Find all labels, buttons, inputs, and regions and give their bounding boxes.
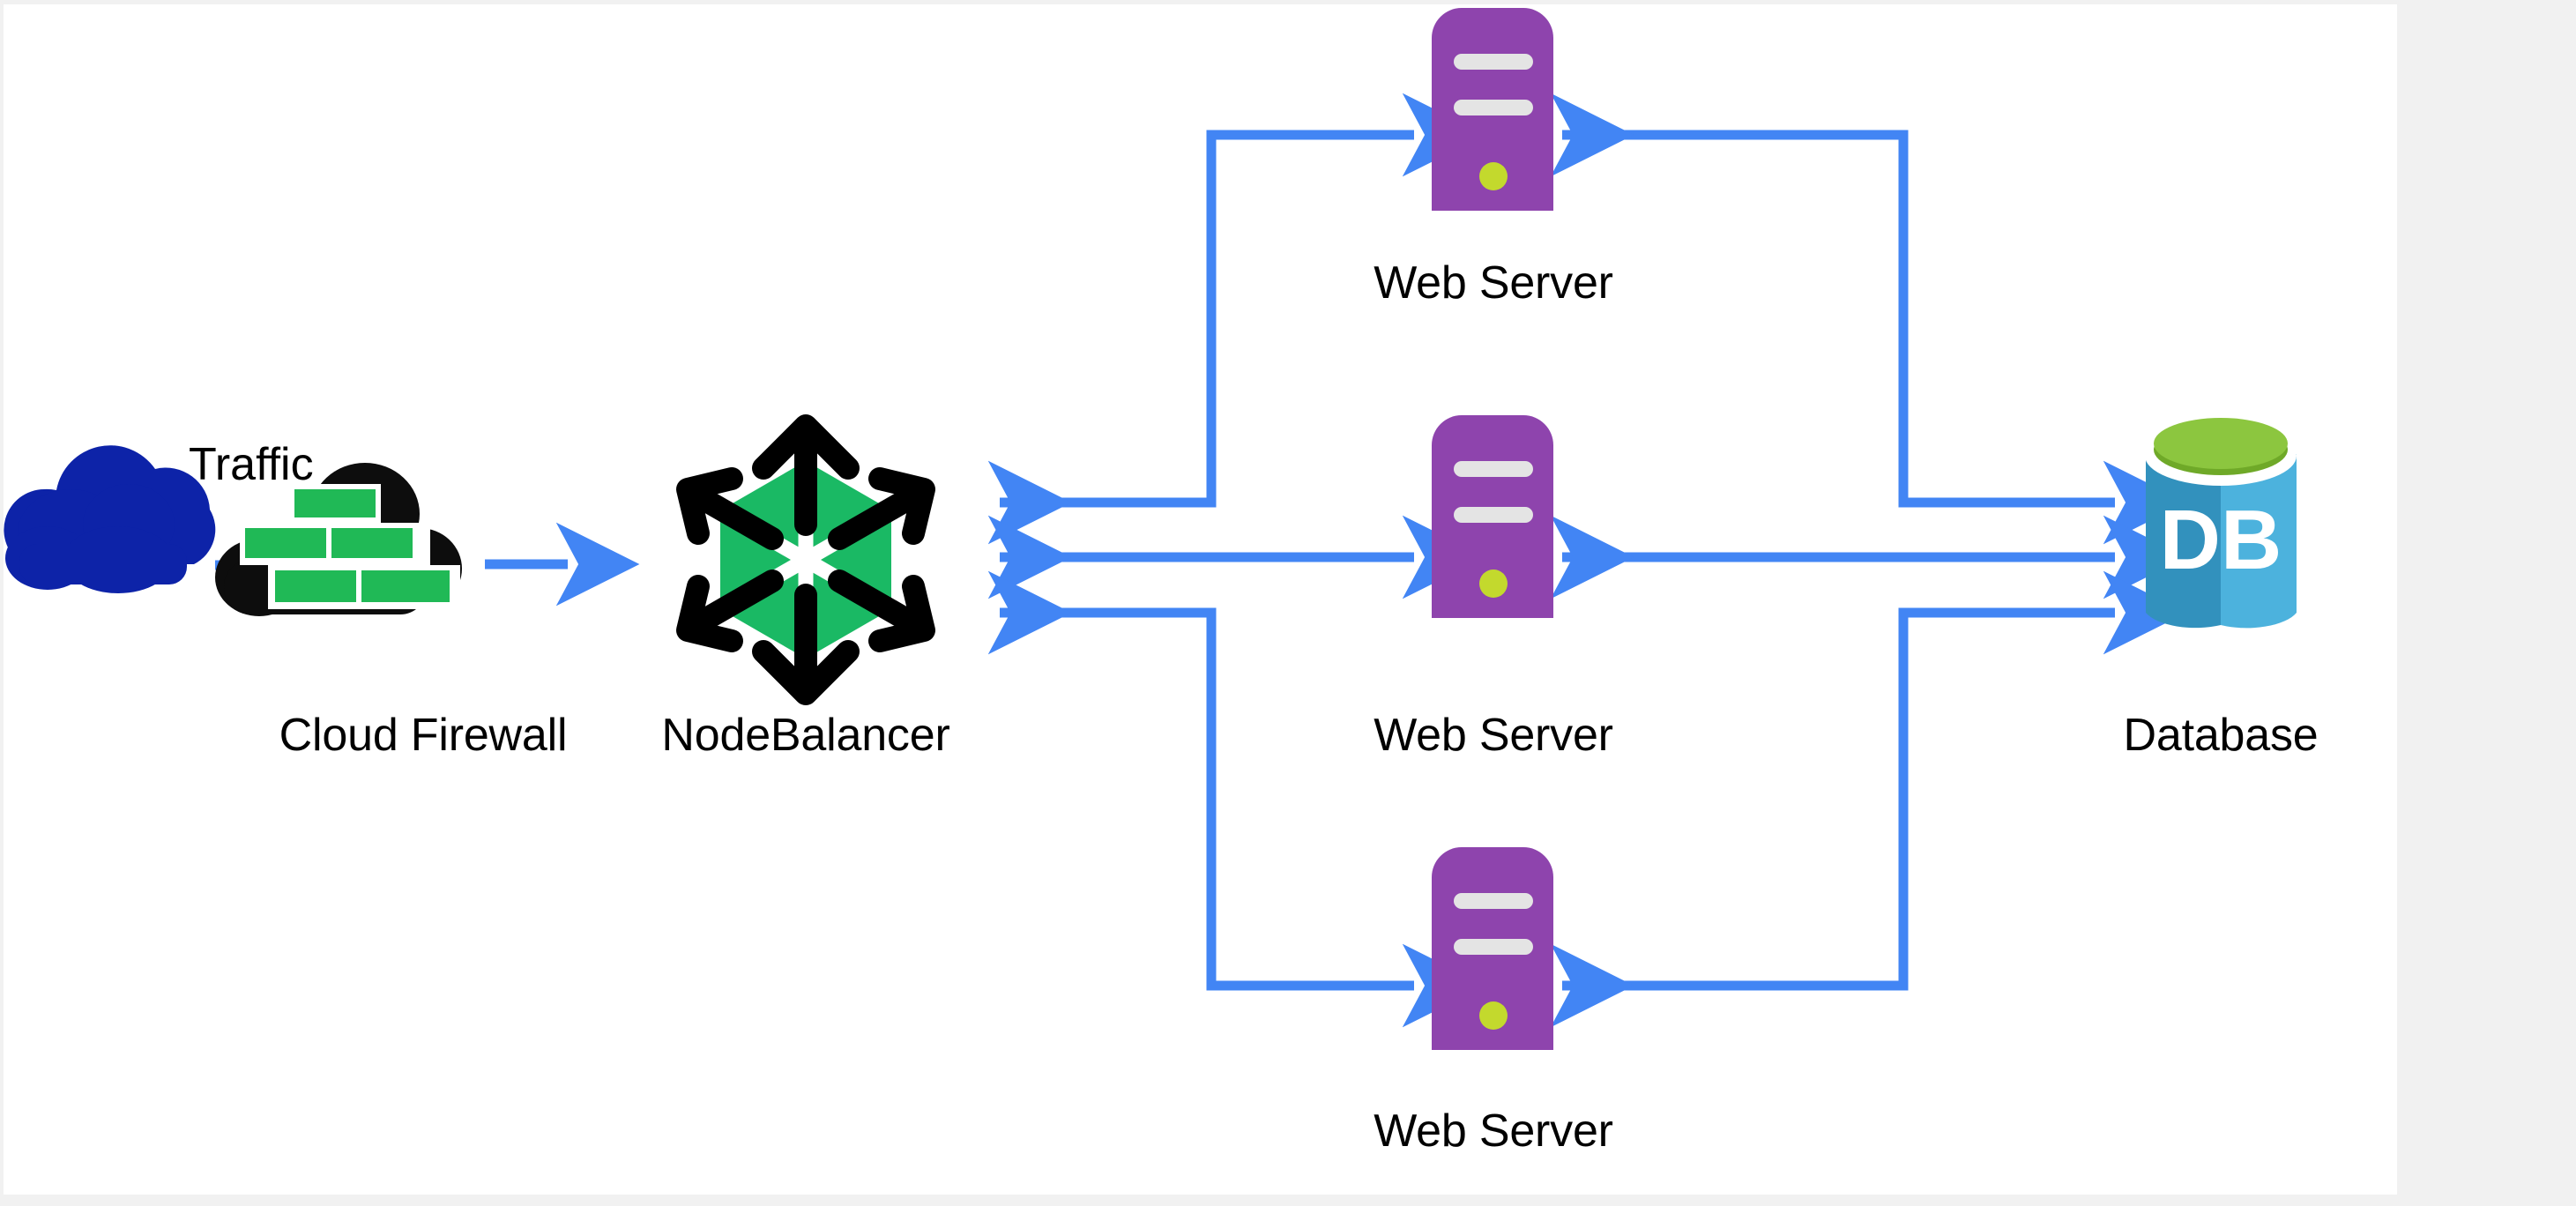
cloud-firewall-label: Cloud Firewall (279, 710, 568, 761)
firewall-cloud-icon (215, 463, 462, 616)
web-server-middle-label: Web Server (1374, 710, 1613, 761)
connector-nodebalancer-bottom-server (987, 570, 1486, 1028)
database-cylinder-icon: DB (2145, 418, 2297, 629)
database-badge-text: DB (2160, 493, 2282, 587)
database-label: Database (2123, 710, 2319, 761)
firewall-brick (275, 570, 356, 602)
firewall-brick (361, 570, 450, 602)
nodebalancer-label: NodeBalancer (661, 710, 950, 761)
diagram-canvas: DB Traffic Cloud Firewall NodeBalancer W… (4, 4, 2397, 1195)
server-tower-icon-top (1432, 8, 1553, 211)
traffic-label: Traffic (189, 439, 314, 490)
server-tower-icon-bottom (1432, 847, 1553, 1050)
firewall-brick (331, 528, 413, 558)
web-server-bottom-label: Web Server (1374, 1106, 1613, 1157)
connector-top-server-database (1550, 93, 2187, 545)
firewall-brick (245, 528, 326, 558)
blue-cloud-icon (4, 445, 216, 593)
server-tower-icon-middle (1432, 415, 1553, 618)
nodebalancer-hexagon-icon (676, 414, 935, 705)
web-server-top-label: Web Server (1374, 257, 1613, 309)
connector-nodebalancer-top-server (987, 93, 1486, 545)
connector-bottom-server-database (1550, 570, 2187, 1028)
firewall-brick (294, 489, 376, 517)
diagram-svg: DB (4, 8, 2297, 1050)
